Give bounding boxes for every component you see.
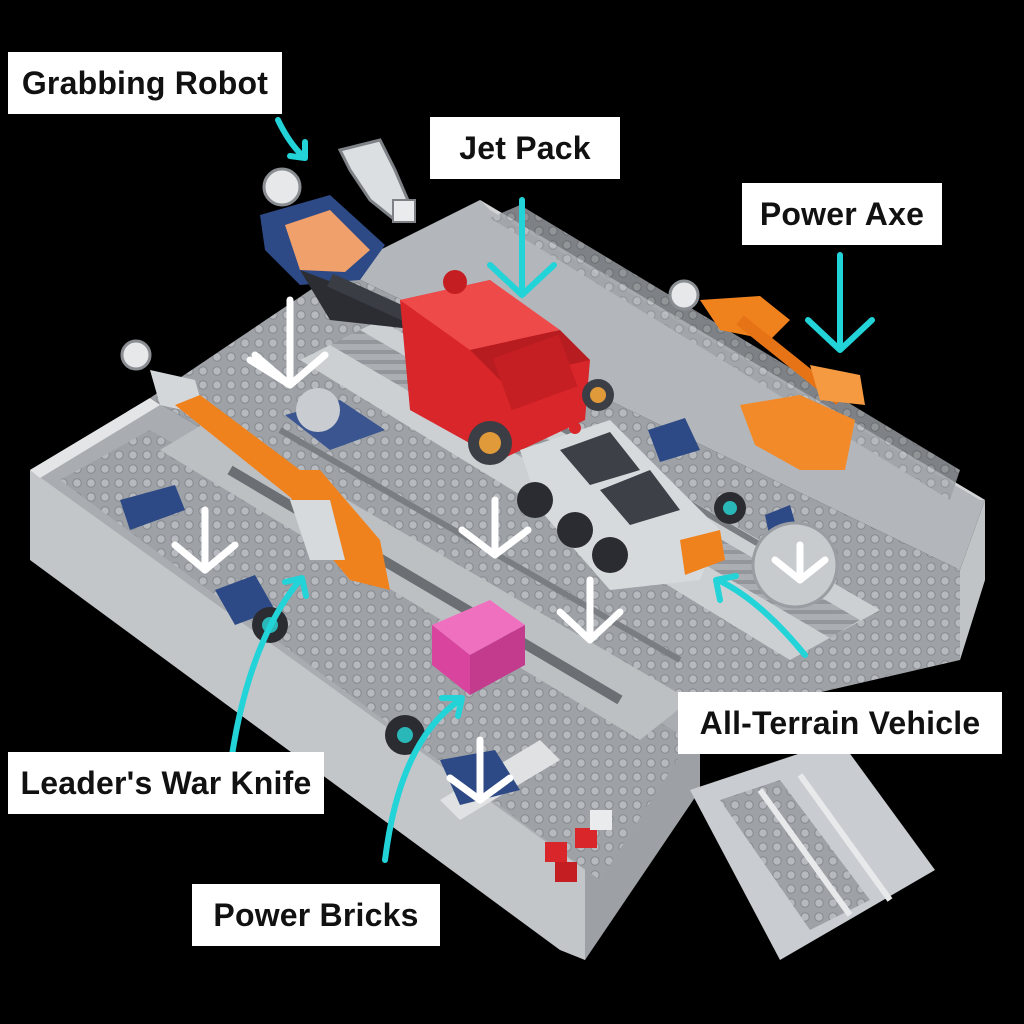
callout-leaders-war-knife: Leader's War Knife	[8, 752, 324, 814]
grabbing-robot-model	[260, 138, 443, 337]
white-arrows	[171, 296, 829, 804]
atv-model	[517, 420, 725, 590]
jet-pack-model	[400, 270, 614, 465]
power-bricks-model	[432, 600, 612, 882]
cyan-arrows	[229, 117, 875, 863]
power-axe-model	[668, 279, 865, 470]
callout-all-terrain-vehicle: All-Terrain Vehicle	[678, 692, 1002, 754]
blue-fixtures	[120, 388, 839, 805]
war-knife-model	[120, 339, 390, 590]
callout-power-bricks: Power Bricks	[192, 884, 440, 946]
callout-grabbing-robot: Grabbing Robot	[8, 52, 282, 114]
callout-jet-pack: Jet Pack	[430, 117, 620, 179]
ramp	[690, 740, 935, 960]
callout-power-axe: Power Axe	[742, 183, 942, 245]
